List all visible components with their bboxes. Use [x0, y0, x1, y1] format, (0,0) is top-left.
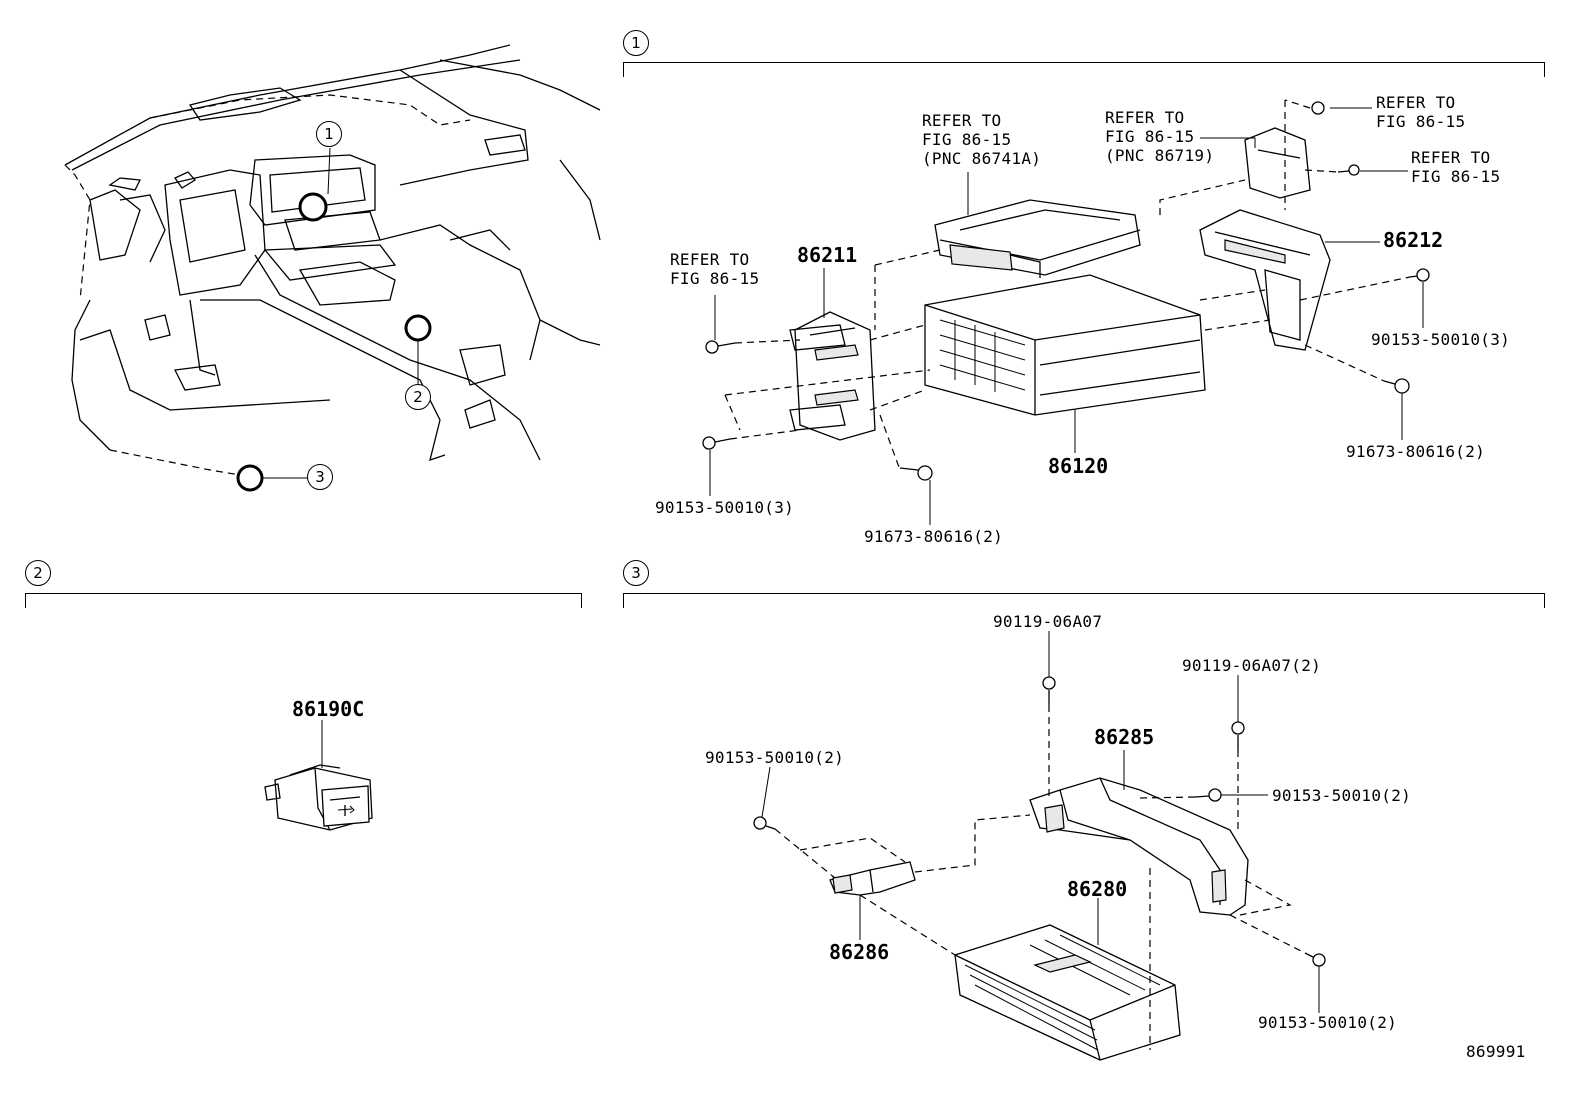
alignment-lines-section-1 — [724, 99, 1411, 471]
amplifier-unit-86280 — [954, 924, 1181, 1061]
part-86190c: 86190C — [292, 697, 365, 721]
part-90119-06a07: 90119-06A07 — [993, 612, 1103, 631]
overview-callout-3: 3 — [307, 464, 333, 490]
part-90153-50010-s3-right: 90153-50010(2) — [1272, 786, 1412, 805]
leader-lines — [709, 107, 1424, 1013]
dashboard-overview-illustration — [64, 44, 601, 492]
overview-callout-2: 2 — [405, 384, 431, 410]
part-86212: 86212 — [1383, 228, 1444, 252]
alignment-lines-section-3 — [774, 705, 1306, 1050]
label-refer-radio: REFER TO FIG 86-15 (PNC 86741A) — [922, 111, 1042, 168]
part-90119-06a07-2: 90119-06A07(2) — [1182, 656, 1322, 675]
section-3-callout: 3 — [623, 560, 649, 586]
diagram-id: 869991 — [1466, 1042, 1526, 1061]
radio-unit-upper — [934, 199, 1141, 278]
part-90153-50010-s3-bottom: 90153-50010(2) — [1258, 1013, 1398, 1032]
amplifier-bracket-86286 — [829, 861, 916, 896]
amplifier-bracket-86285 — [1029, 777, 1249, 916]
label-refer-top-right-1: REFER TO FIG 86-15 — [1376, 93, 1466, 131]
part-86280: 86280 — [1067, 877, 1128, 901]
screws-section-3 — [753, 676, 1326, 967]
label-refer-top-right-2: REFER TO FIG 86-15 — [1411, 148, 1501, 186]
overview-callout-1: 1 — [316, 121, 342, 147]
part-91673-80616-left: 91673-80616(2) — [864, 527, 1004, 546]
part-90153-50010-left: 90153-50010(3) — [655, 498, 795, 517]
part-91673-80616-right: 91673-80616(2) — [1346, 442, 1486, 461]
radio-bracket-86211 — [789, 311, 876, 441]
label-refer-bracket: REFER TO FIG 86-15 (PNC 86719) — [1105, 108, 1215, 165]
section-3-bracket — [623, 593, 1545, 608]
section-1-bracket — [623, 62, 1545, 77]
screws-section-1 — [702, 101, 1430, 481]
radio-receiver-86120 — [924, 274, 1206, 416]
part-86120: 86120 — [1048, 454, 1109, 478]
section-2-bracket — [25, 593, 582, 608]
label-refer-left: REFER TO FIG 86-15 — [670, 250, 760, 288]
part-90153-50010-right: 90153-50010(3) — [1371, 330, 1511, 349]
section-2-callout: 2 — [25, 560, 51, 586]
section-1-callout: 1 — [623, 30, 649, 56]
usb-jack-86190c — [264, 720, 373, 831]
part-86211: 86211 — [797, 243, 858, 267]
part-86286: 86286 — [829, 940, 890, 964]
radio-bracket-86212 — [1199, 127, 1331, 351]
part-90153-50010-s3-left: 90153-50010(2) — [705, 748, 845, 767]
part-86285: 86285 — [1094, 725, 1155, 749]
